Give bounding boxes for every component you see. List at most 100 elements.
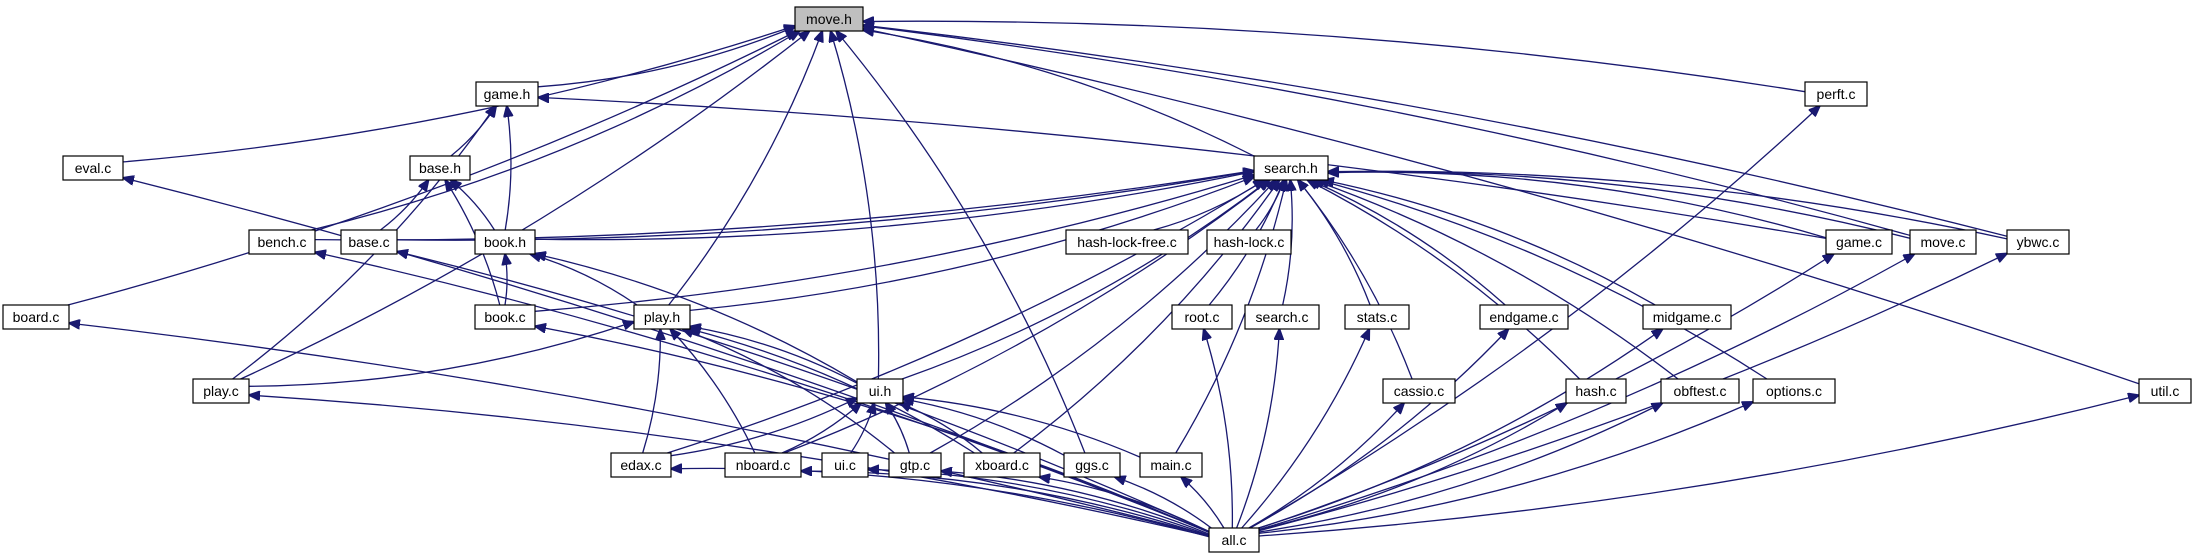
edge-perft-c-to-move-h (863, 21, 1806, 93)
node-all-c[interactable]: all.c (1208, 527, 1260, 553)
edge-play-c-to-move-h (240, 31, 810, 380)
node-label-hash-lock-c: hash-lock.c (1214, 234, 1285, 250)
edge-all-c-to-perft-c (1249, 106, 1820, 529)
node-label-eval-c: eval.c (75, 160, 112, 176)
node-label-endgame-c: endgame.c (1489, 309, 1558, 325)
edge-edax-c-to-play-h (642, 329, 661, 454)
dependency-edges (67, 21, 2140, 538)
node-label-cassio-c: cassio.c (1394, 383, 1445, 399)
edge-util-c-to-move-h (863, 29, 2140, 385)
edge-all-c-to-root-c (1204, 329, 1234, 529)
node-ui-c[interactable]: ui.c (821, 452, 869, 478)
node-move-c[interactable]: move.c (1909, 229, 1977, 255)
node-search-c[interactable]: search.c (1244, 304, 1320, 330)
edge-midgame-c-to-search-h (1323, 180, 1656, 306)
node-label-stats-c: stats.c (1357, 309, 1397, 325)
edge-main-c-to-search-h (1175, 180, 1286, 454)
edge-base-c-to-base-h (380, 180, 429, 231)
node-hash-c[interactable]: hash.c (1565, 378, 1627, 404)
node-label-midgame-c: midgame.c (1653, 309, 1721, 325)
node-base-h[interactable]: base.h (409, 155, 471, 181)
edge-all-c-to-play-c (249, 395, 1210, 537)
node-util-c[interactable]: util.c (2138, 378, 2192, 404)
edge-all-c-to-book-c (535, 326, 1210, 533)
node-label-nboard-c: nboard.c (736, 457, 790, 473)
node-label-game-c: game.c (1836, 234, 1882, 250)
node-label-ui-c: ui.c (834, 457, 856, 473)
node-bench-c[interactable]: bench.c (248, 229, 316, 255)
edge-endgame-c-to-search-h (1310, 180, 1506, 306)
edge-play-h-to-move-h (668, 31, 823, 306)
node-main-c[interactable]: main.c (1139, 452, 1203, 478)
node-label-board-c: board.c (13, 309, 60, 325)
edge-play-h-to-book-h (530, 254, 638, 306)
node-play-h[interactable]: play.h (633, 304, 691, 330)
node-label-book-h: book.h (484, 234, 526, 250)
node-hash-lock-c[interactable]: hash-lock.c (1206, 229, 1292, 255)
node-options-c[interactable]: options.c (1752, 378, 1836, 404)
edge-book-h-to-game-h (505, 106, 511, 231)
node-ui-h[interactable]: ui.h (856, 378, 904, 404)
edge-ui-h-to-move-h (831, 31, 880, 380)
node-midgame-c[interactable]: midgame.c (1642, 304, 1732, 330)
edge-ybwc-c-to-search-h (1328, 171, 2008, 240)
node-book-h[interactable]: book.h (474, 229, 536, 255)
edge-all-c-to-ui-c (868, 469, 1210, 536)
node-search-h[interactable]: search.h (1253, 155, 1329, 181)
edge-book-c-to-search-h (534, 175, 1254, 312)
node-gtp-c[interactable]: gtp.c (888, 452, 942, 478)
node-label-ybwc-c: ybwc.c (2017, 234, 2060, 250)
node-game-c[interactable]: game.c (1825, 229, 1893, 255)
node-root-c[interactable]: root.c (1171, 304, 1233, 330)
edge-all-c-to-game-c (1258, 254, 1834, 529)
node-base-c[interactable]: base.c (340, 229, 398, 255)
node-obftest-c[interactable]: obftest.c (1660, 378, 1740, 404)
node-label-xboard-c: xboard.c (975, 457, 1029, 473)
edge-edax-c-to-search-h (667, 180, 1264, 454)
edge-ggs-c-to-ui-h (903, 399, 1065, 456)
node-book-c[interactable]: book.c (474, 304, 536, 330)
edge-all-c-to-obftest-c (1258, 403, 1663, 533)
edge-play-c-to-play-h (248, 322, 634, 387)
edge-options-c-to-search-h (1318, 180, 1768, 380)
edge-all-c-to-stats-c (1241, 329, 1370, 529)
node-label-move-c: move.c (1920, 234, 1965, 250)
edge-nboard-c-to-play-h (670, 329, 756, 454)
node-label-perft-c: perft.c (1817, 86, 1856, 102)
node-game-h[interactable]: game.h (475, 81, 539, 107)
node-endgame-c[interactable]: endgame.c (1479, 304, 1569, 330)
node-cassio-c[interactable]: cassio.c (1382, 378, 1456, 404)
edge-ui-h-to-book-h (535, 254, 858, 383)
node-nboard-c[interactable]: nboard.c (724, 452, 802, 478)
edge-play-h-to-search-h (689, 177, 1254, 312)
edge-board-c-to-move-h (67, 31, 797, 306)
edge-xboard-c-to-search-h (1013, 180, 1280, 454)
edge-all-c-to-midgame-c (1258, 329, 1662, 529)
edge-cassio-c-to-search-h (1298, 180, 1413, 380)
node-play-c[interactable]: play.c (192, 378, 250, 404)
edge-xboard-c-to-play-h (690, 329, 975, 454)
node-stats-c[interactable]: stats.c (1344, 304, 1410, 330)
edge-ybwc-c-to-move-h (863, 25, 2008, 237)
node-label-play-h: play.h (644, 309, 680, 325)
node-eval-c[interactable]: eval.c (62, 155, 124, 181)
node-perft-c[interactable]: perft.c (1804, 81, 1868, 107)
edge-all-c-to-ggs-c (1115, 477, 1212, 529)
node-label-obftest-c: obftest.c (1674, 383, 1727, 399)
node-label-hash-lock-free-c: hash-lock-free.c (1077, 234, 1177, 250)
edge-all-c-to-xboard-c (1039, 477, 1210, 533)
node-move-h[interactable]: move.h (794, 6, 864, 32)
node-ybwc-c[interactable]: ybwc.c (2006, 229, 2070, 255)
edge-all-c-to-move-c (1258, 254, 1914, 531)
node-ggs-c[interactable]: ggs.c (1063, 452, 1121, 478)
node-board-c[interactable]: board.c (2, 304, 70, 330)
node-xboard-c[interactable]: xboard.c (963, 452, 1041, 478)
edge-game-h-to-move-h (537, 27, 795, 88)
edge-all-c-to-ybwc-c (1258, 254, 2007, 532)
edge-all-c-to-util-c (1258, 395, 2139, 537)
edge-nboard-c-to-ui-h (781, 403, 861, 454)
edge-hash-c-to-search-h (1307, 180, 1581, 380)
node-edax-c[interactable]: edax.c (610, 452, 672, 478)
node-hash-lock-free-c[interactable]: hash-lock-free.c (1065, 229, 1189, 255)
